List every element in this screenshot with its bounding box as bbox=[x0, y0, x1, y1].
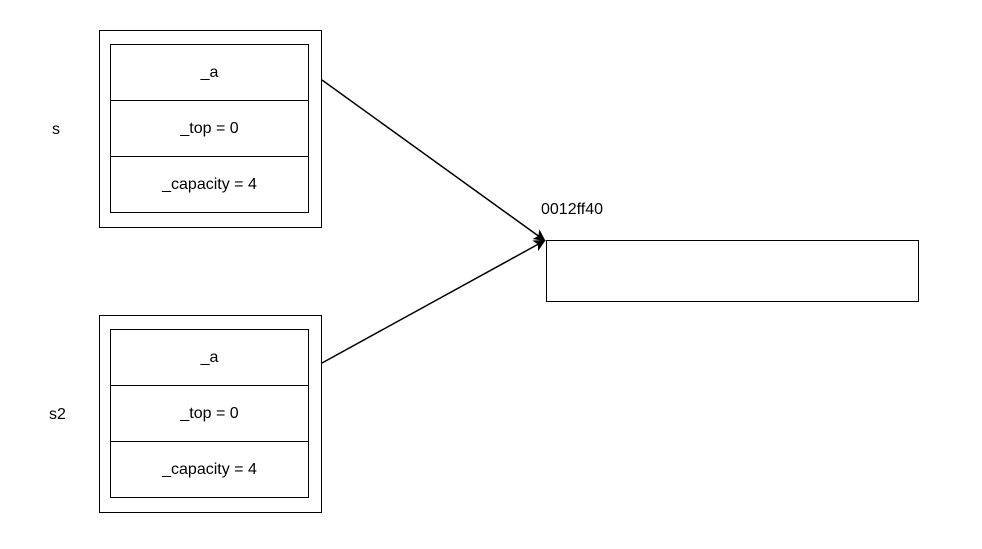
field-capacity: _capacity = 4 bbox=[111, 157, 308, 213]
address-label: 0012ff40 bbox=[541, 201, 603, 218]
field-capacity: _capacity = 4 bbox=[111, 442, 308, 498]
pointer-arrow-s bbox=[321, 79, 546, 242]
struct-label-s: s bbox=[52, 121, 60, 138]
memory-block bbox=[546, 240, 919, 302]
struct-label-s2: s2 bbox=[49, 406, 66, 423]
field-top: _top = 0 bbox=[111, 101, 308, 157]
struct-fields-s: _a _top = 0 _capacity = 4 bbox=[110, 44, 309, 213]
struct-box-s2: _a _top = 0 _capacity = 4 bbox=[99, 315, 322, 513]
field-a: _a bbox=[111, 330, 308, 386]
field-a: _a bbox=[111, 45, 308, 101]
struct-fields-s2: _a _top = 0 _capacity = 4 bbox=[110, 329, 309, 498]
field-top: _top = 0 bbox=[111, 386, 308, 442]
pointer-arrow-s2 bbox=[321, 240, 546, 364]
struct-box-s: _a _top = 0 _capacity = 4 bbox=[99, 30, 322, 228]
